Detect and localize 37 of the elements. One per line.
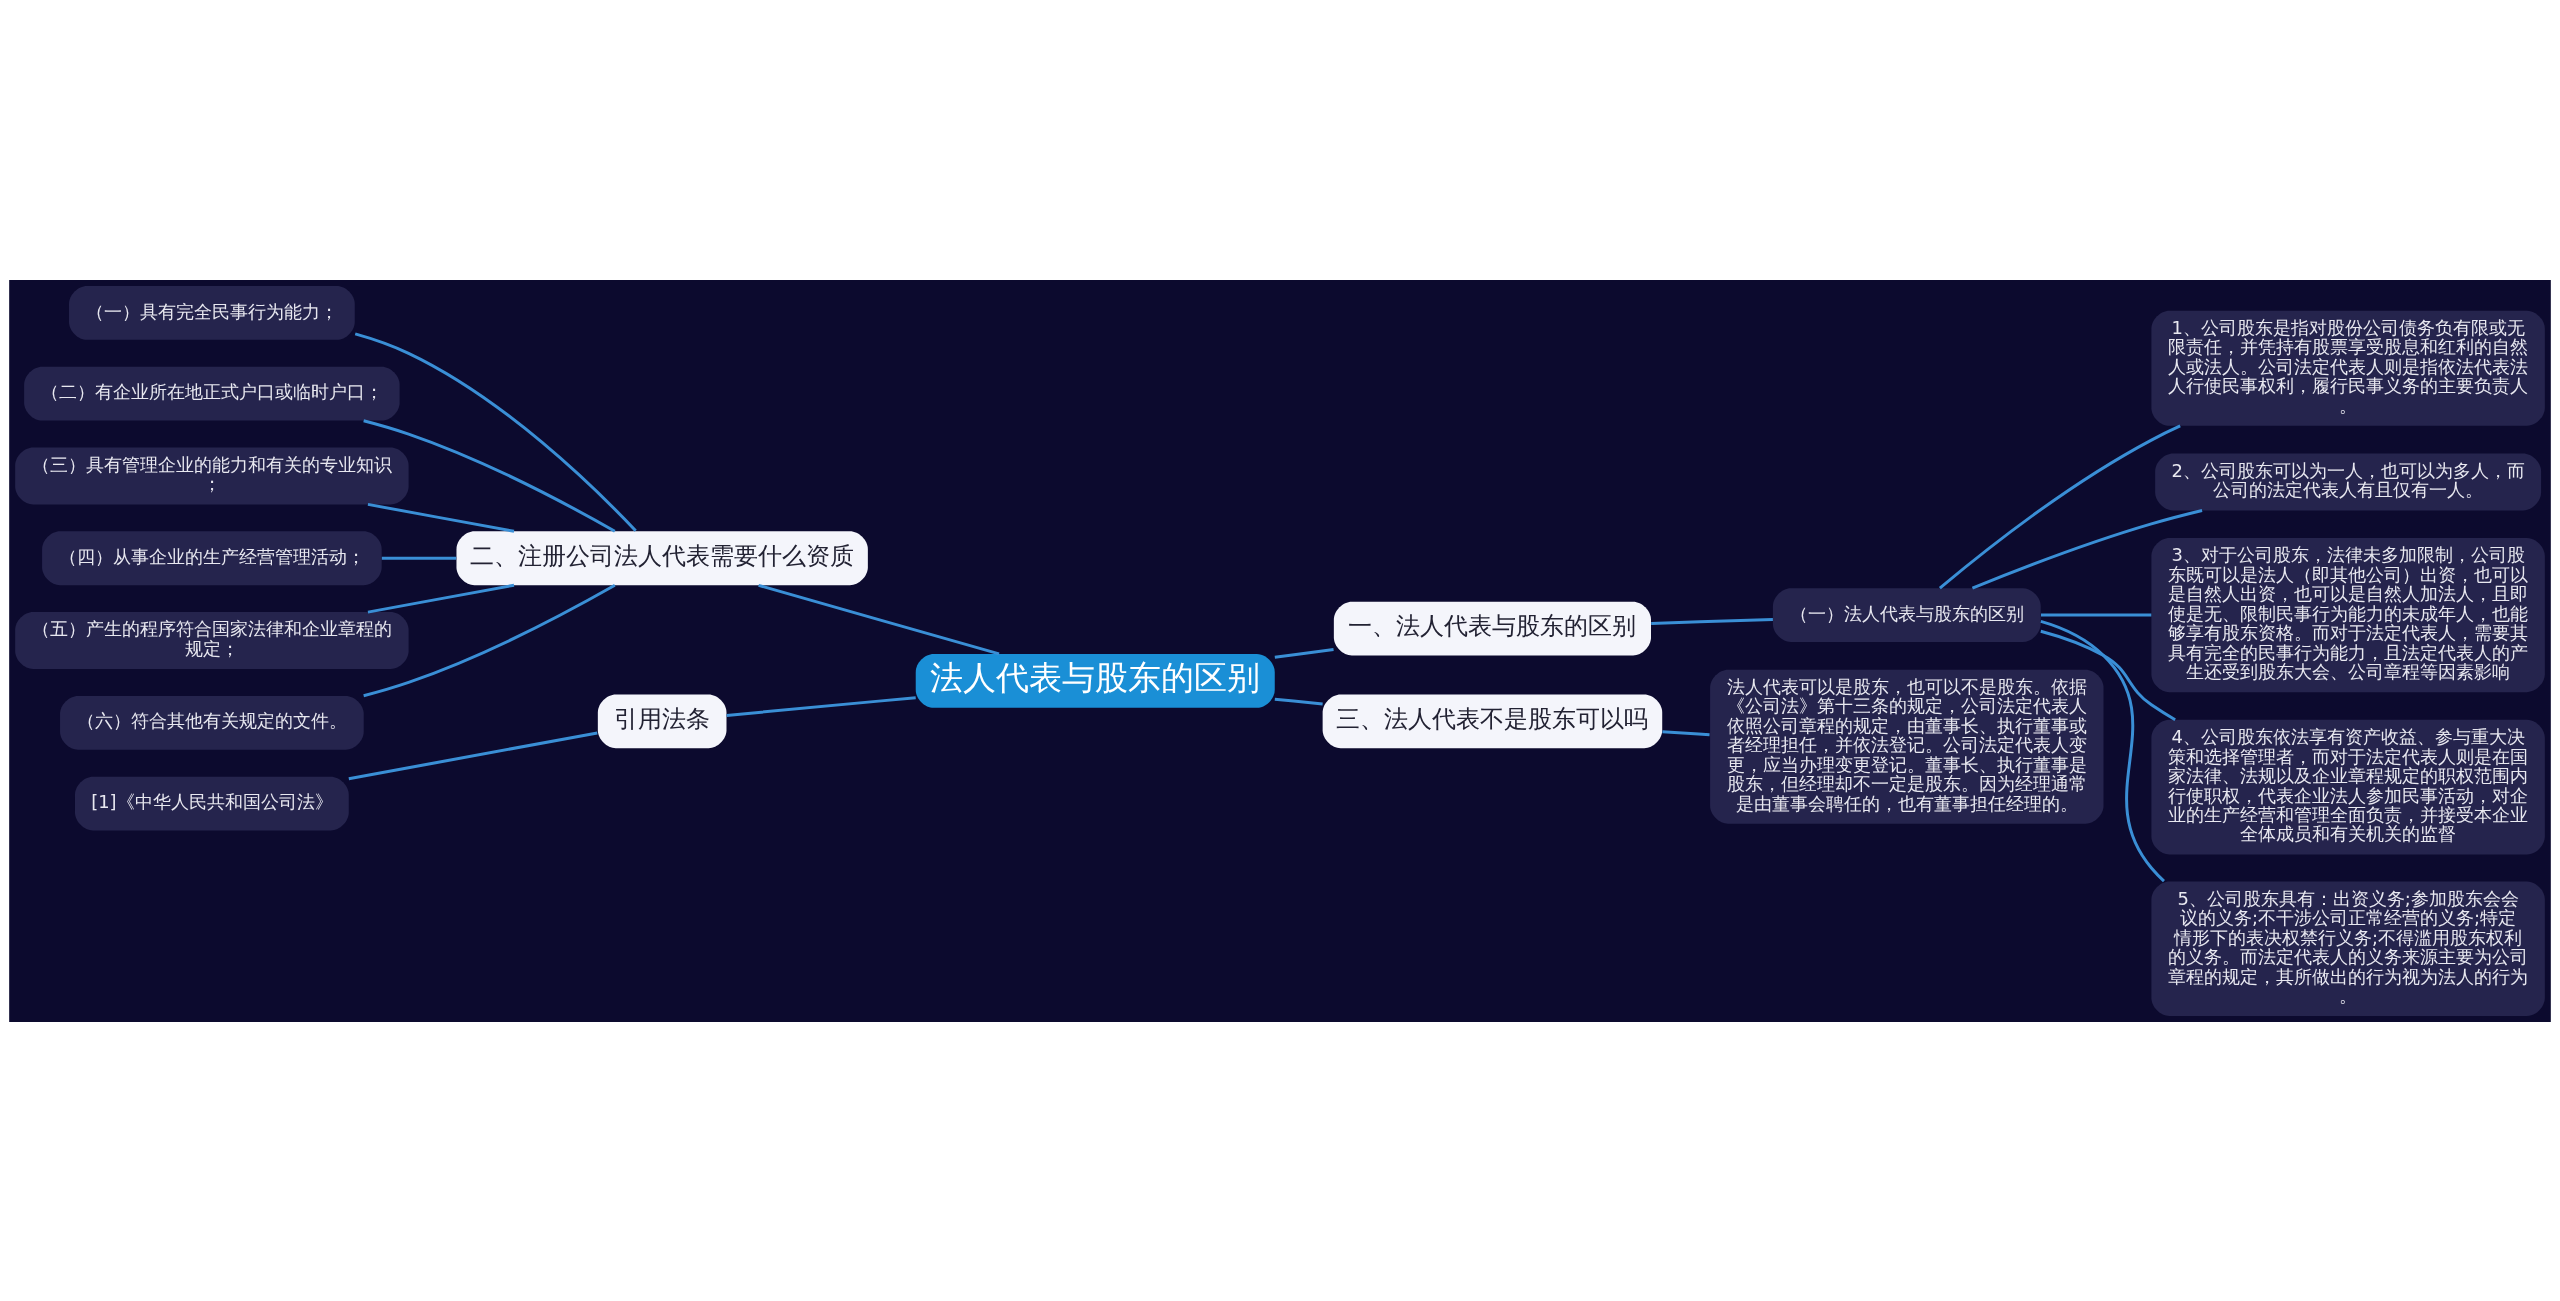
connector	[1274, 647, 1334, 659]
node-box: 4、公司股东依法享有资产收益、参与重大决策和选择管理者，而对于法定代表人则是在国家法律、法规以及企业章程规定的职权范围内行使职权，代表企业法人参加民事活动，对企业的生产经营和管理全面负责，并接受本企业全体成员和有关机关的监督	[2151, 719, 2545, 854]
node-box: 法人代表可以是股东，也可以不是股东。依据《公司法》第十三条的规定，公司法定代表人依照公司章程的规定，由董事长、执行董事或者经理担任，并依法登记。公司法定代表人变更，应当办理变更登记。董事长、执行董事是股东，但经理却不一定是股东。因为经理通常是由董事会聘任的，也有董事担任经理的。	[1710, 669, 2104, 824]
node-box: 5、公司股东具有：出资义务;参加股东会会议的义务;不干涉公司正常经营的义务;特定情形下的表决权禁行义务;不得滥用股东权利的义务。而法定代表人的义务来源主要为公司章程的规定，其所做出的行为视为法人的行为。	[2151, 880, 2545, 1016]
connector	[381, 556, 457, 560]
node-box: （三）具有管理企业的能力和有关的专业知识；	[15, 447, 409, 504]
node-box: 一、法人代表与股东的区别	[1333, 601, 1651, 655]
connector	[348, 731, 598, 780]
connector	[354, 331, 637, 532]
node-box: 法人代表与股东的区别	[915, 653, 1275, 708]
node-box: 2、公司股东可以为一人，也可以为多人，而公司的法定代表人有且仅有一人。	[2155, 453, 2542, 510]
node-box: （二）有企业所在地正式户口或临时户口；	[24, 366, 400, 421]
connector	[1662, 729, 1710, 736]
connector	[367, 502, 515, 533]
connector	[363, 583, 616, 697]
connector	[1938, 424, 2181, 589]
connector	[1971, 508, 2203, 589]
node-box: （五）产生的程序符合国家法律和企业章程的规定；	[15, 611, 409, 669]
node-box: 二、注册公司法人代表需要什么资质	[456, 530, 868, 585]
node-box: 引用法条	[597, 693, 727, 748]
node-box: （六）符合其他有关规定的文件。	[60, 695, 364, 750]
connector	[1651, 617, 1773, 625]
node-box: 1、公司股东是指对股份公司债务负有限或无限责任，并凭持有股票享受股息和红利的自然人或法人。公司法定代表人则是指依法代表法人行使民事权利，履行民事义务的主要负责人。	[2151, 310, 2545, 426]
connector	[2041, 613, 2152, 617]
connector	[726, 695, 916, 717]
node-box: [1]《中华人民共和国公司法》	[75, 776, 349, 830]
connector	[2040, 619, 2165, 882]
node-box: （四）从事企业的生产经营管理活动；	[42, 530, 382, 585]
connector	[1274, 697, 1323, 706]
node-box: 三、法人代表不是股东可以吗	[1322, 693, 1663, 748]
node-box: 3、对于公司股东，法律未多加限制，公司股东既可以是法人（即其他公司）出资，也可以是自然人出资，也可以是自然人加法人，且即使是无、限制民事行为能力的未成年人，也能够享有股东资格。而对于法定代表人，需要其具有完全的民事行为能力，且法定代表人的产生还受到股东大会、公司章程等因素影响	[2151, 537, 2545, 692]
connector	[363, 418, 616, 533]
connector	[758, 583, 1000, 655]
node-box: （一）具有完全民事行为能力；	[69, 285, 355, 340]
node-box: （一）法人代表与股东的区别	[1772, 587, 2041, 642]
connector	[367, 583, 515, 614]
connector	[2040, 629, 2176, 721]
